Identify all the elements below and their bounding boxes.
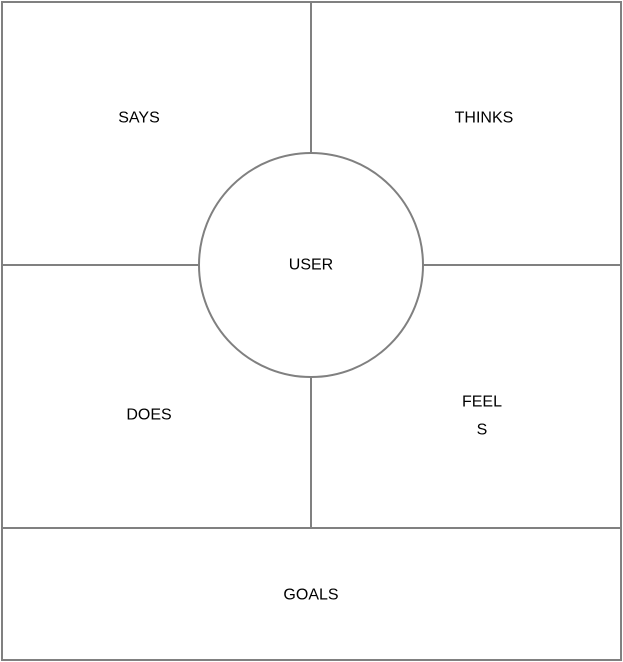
feels-label-line1: FEEL bbox=[462, 394, 502, 411]
does-label: DOES bbox=[126, 407, 171, 424]
thinks-label: THINKS bbox=[455, 110, 514, 127]
goals-label: GOALS bbox=[283, 587, 338, 604]
user-label: USER bbox=[289, 257, 333, 274]
feels-label-line2: S bbox=[477, 422, 488, 439]
user-circle bbox=[198, 152, 424, 378]
says-label: SAYS bbox=[118, 110, 160, 127]
